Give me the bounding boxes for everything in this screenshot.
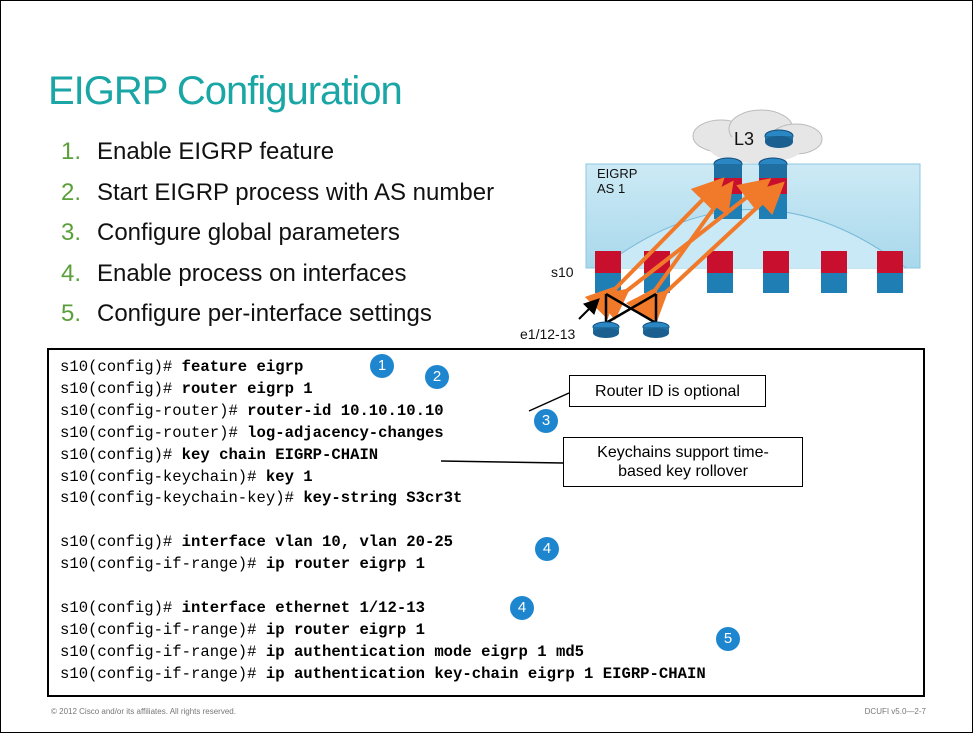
access-switch-icon (595, 251, 621, 293)
cli-command: key 1 (265, 467, 313, 486)
cli-command: router-id 10.10.10.10 (247, 401, 444, 420)
interface-label: e1/12-13 (520, 326, 576, 342)
cli-prompt: s10(config-if-range)# (60, 642, 266, 661)
cli-prompt: s10(config-if-range)# (60, 620, 266, 639)
access-switch-icon (877, 251, 903, 293)
access-switch-icon (763, 251, 789, 293)
cli-prompt: s10(config-if-range)# (60, 664, 266, 683)
cli-line: s10(config-if-range)# ip router eigrp 1 (60, 555, 425, 573)
slide-title: EIGRP Configuration (48, 69, 403, 113)
eigrp-arch (600, 209, 907, 269)
step-item: 2. Start EIGRP process with AS number (61, 179, 494, 220)
router-icon (764, 129, 794, 148)
steps-list: 1. Enable EIGRP feature 2. Start EIGRP pro… (61, 138, 494, 341)
step-text: Start EIGRP process with AS number (97, 178, 495, 206)
callout-text: Keychains support time- (597, 444, 769, 461)
step-text: Enable process on interfaces (97, 259, 407, 287)
cli-line: s10(config)# router eigrp 1 (60, 380, 313, 398)
as-label: AS 1 (597, 181, 626, 196)
step-badge: 3 (534, 409, 558, 433)
cli-prompt: s10(config)# (60, 445, 182, 464)
copyright-text: © 2012 Cisco and/or its affiliates. All … (51, 707, 236, 716)
cli-config: s10(config)# feature eigrp s10(config)# … (60, 357, 706, 686)
step-badge: 4 (510, 596, 534, 620)
step-number: 3. (61, 219, 82, 246)
cli-config-box: s10(config)# feature eigrp s10(config)# … (47, 348, 925, 697)
callout-keychain: Keychains support time- based key rollov… (563, 437, 803, 487)
cli-command: key chain EIGRP-CHAIN (181, 445, 379, 464)
cli-prompt: s10(config-if-range)# (60, 555, 266, 574)
step-item: 3. Configure global parameters (61, 219, 494, 260)
cli-line: s10(config-if-range)# ip authentication … (60, 643, 584, 661)
cli-line: s10(config)# interface ethernet 1/12-13 (60, 599, 425, 617)
core-switch-icon (713, 157, 743, 219)
step-number: 4. (61, 259, 82, 287)
cli-command: log-adjacency-changes (247, 423, 444, 442)
domain-label: EIGRP (597, 166, 638, 181)
callout-router-id: Router ID is optional (569, 375, 766, 407)
cli-command: ip router eigrp 1 (265, 620, 425, 639)
cli-command: feature eigrp (181, 358, 304, 376)
step-text: Enable EIGRP feature (97, 138, 335, 165)
callout-text: based key rollover (618, 463, 748, 480)
cli-prompt: s10(config)# (60, 533, 182, 552)
cli-prompt: s10(config)# (60, 598, 182, 617)
cli-prompt: s10(config)# (60, 379, 182, 398)
cli-prompt: s10(config-keychain-key)# (60, 489, 304, 508)
step-item: 4. Enable process on interfaces (61, 260, 494, 301)
access-switch-icon (821, 251, 847, 293)
cli-line: s10(config-router)# log-adjacency-change… (60, 424, 444, 442)
step-text: Configure per-interface settings (97, 300, 432, 327)
cli-command: ip authentication mode eigrp 1 md5 (265, 642, 585, 661)
callout-text: Router ID is optional (595, 383, 740, 400)
step-text: Configure global parameters (97, 219, 400, 246)
step-badge: 5 (716, 627, 740, 651)
cli-line: s10(config-keychain-key)# key-string S3c… (60, 489, 462, 507)
cli-command: key-string S3cr3t (303, 489, 463, 508)
core-switch-icon (758, 157, 788, 219)
cli-prompt: s10(config-router)# (60, 423, 248, 442)
l3-cloud (692, 109, 823, 163)
step-badge: 1 (370, 354, 394, 378)
step-number: 1. (61, 138, 82, 165)
cli-prompt: s10(config-router)# (60, 401, 248, 420)
access-switch-icon (707, 251, 733, 293)
cli-command: ip authentication key-chain eigrp 1 EIGR… (265, 664, 706, 683)
step-item: 5. Configure per-interface settings (61, 300, 494, 341)
step-badge: 4 (535, 537, 559, 561)
step-number: 5. (61, 300, 82, 327)
router-icon (592, 321, 620, 338)
course-code: DCUFI v5.0—2-7 (864, 707, 926, 716)
interface-pointer-arrow (578, 298, 600, 320)
cli-command: ip router eigrp 1 (265, 555, 425, 574)
cli-line: s10(config-if-range)# ip authentication … (60, 665, 706, 683)
cli-line: s10(config-router)# router-id 10.10.10.1… (60, 402, 444, 420)
cli-command: interface vlan 10, vlan 20-25 (181, 533, 454, 552)
cloud-label: L3 (734, 129, 755, 149)
cli-prompt: s10(config)# (60, 358, 182, 376)
cli-line: s10(config-keychain)# key 1 (60, 468, 313, 486)
cli-line: s10(config)# interface vlan 10, vlan 20-… (60, 533, 453, 551)
cli-line: s10(config)# key chain EIGRP-CHAIN (60, 446, 378, 464)
cli-command: router eigrp 1 (181, 379, 313, 398)
step-item: 1. Enable EIGRP feature (61, 138, 494, 179)
cli-prompt: s10(config-keychain)# (60, 467, 266, 486)
step-number: 2. (61, 178, 82, 206)
router-icon (642, 321, 670, 338)
access-switch-icon (644, 251, 670, 293)
step-badge: 2 (425, 365, 449, 389)
edge-links (604, 292, 658, 325)
cli-line: s10(config-if-range)# ip router eigrp 1 (60, 621, 425, 639)
cli-line: s10(config)# feature eigrp (60, 358, 303, 376)
adjacency-arrows (584, 177, 785, 324)
switch-label: s10 (551, 264, 574, 280)
cli-command: interface ethernet 1/12-13 (181, 598, 425, 617)
